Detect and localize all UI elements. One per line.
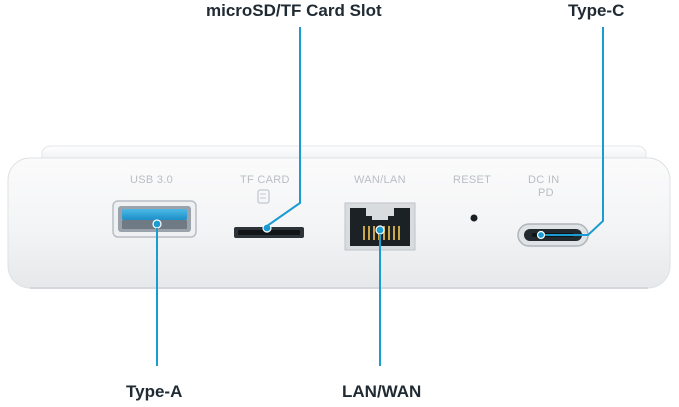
reset-label: RESET — [453, 174, 492, 186]
dc-in-label: DC IN — [528, 174, 560, 186]
device-body — [7, 157, 671, 289]
wan-lan-label: WAN/LAN — [354, 174, 406, 186]
tf-card-slot — [234, 189, 304, 238]
tf-card-label: TF CARD — [240, 174, 290, 186]
pd-label: PD — [538, 187, 554, 199]
leader-tf-slot — [266, 27, 301, 227]
callout-type-a: Type-A — [126, 382, 183, 401]
usb-a-port — [112, 200, 197, 238]
callout-microsd-tf-card-slot: microSD/TF Card Slot — [206, 1, 382, 20]
rj45-port — [344, 202, 416, 251]
leader-type-c — [545, 27, 604, 236]
reset-pinhole — [470, 214, 478, 222]
callout-leader-lines — [156, 27, 604, 366]
callout-type-c: Type-C — [568, 1, 625, 20]
usb-3-0-label: USB 3.0 — [130, 174, 174, 186]
callout-lan-wan: LAN/WAN — [342, 382, 422, 401]
